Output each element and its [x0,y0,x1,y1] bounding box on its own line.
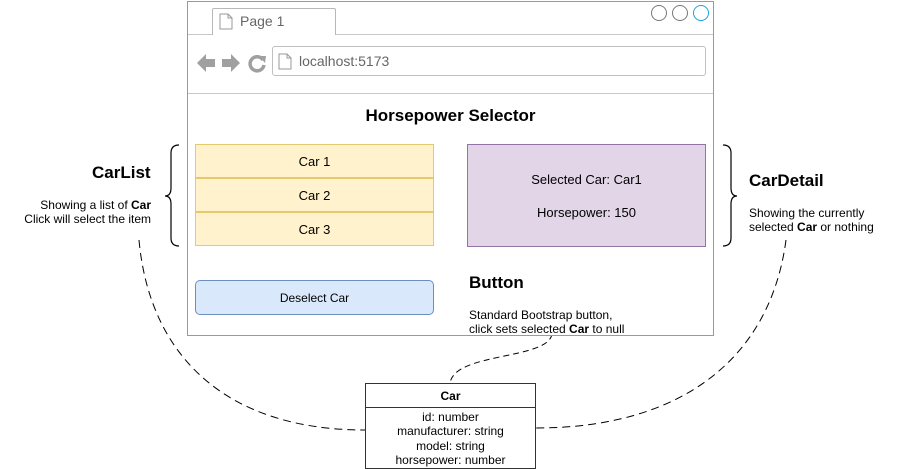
page-icon [278,53,292,70]
forward-arrow-icon[interactable] [221,53,241,73]
url-text: localhost:5173 [299,53,390,69]
maximize-button[interactable] [672,5,688,21]
class-name: Car [366,384,535,408]
browser-tab[interactable] [212,8,336,35]
button-annotation-title: Button [469,273,524,292]
class-field: model: string [416,439,485,453]
button-to-car-connector [449,333,553,384]
app-title: Horsepower Selector [365,106,536,125]
cardetail-annotation-description: Showing the currently selected Car or no… [749,206,874,234]
car-class-box: Car id: number manufacturer: string mode… [365,383,536,469]
button-desc-suffix: to null [589,322,625,336]
class-field: manufacturer: string [397,424,504,438]
car-list-item[interactable]: Car 1 [195,144,434,178]
reload-icon[interactable] [247,53,267,73]
cardetail-desc-line1: Showing the currently [749,206,865,220]
tabbar-divider [188,34,713,35]
button-desc-prefix: click sets selected [469,322,570,336]
cardetail-brace [722,144,738,247]
toolbar-divider [188,93,713,94]
carlist-desc-line2: Click will select the item [24,212,151,226]
cardetail-desc-prefix: selected [749,220,798,234]
carlist-annotation-title: CarList [92,163,151,182]
button-desc-line1: Standard Bootstrap button, [469,308,613,322]
carlist-desc-prefix: Showing a list of [40,198,131,212]
button-annotation-description: Standard Bootstrap button, click sets se… [469,308,624,336]
deselect-car-button[interactable]: Deselect Car [195,280,434,315]
cardetail-desc-suffix: or nothing [817,220,874,234]
tab-title: Page 1 [240,13,285,29]
carlist-desc-bold: Car [130,198,151,212]
address-bar[interactable] [272,46,706,76]
back-arrow-icon[interactable] [196,53,216,73]
cardetail-desc-bold: Car [797,220,818,234]
car-list-item[interactable]: Car 3 [195,212,434,246]
minimize-button[interactable] [651,5,667,21]
selected-car-text: Selected Car: Car1 [531,172,642,187]
close-button[interactable] [693,5,709,21]
class-field: horsepower: number [395,453,506,467]
horsepower-text: Horsepower: 150 [537,205,636,220]
carlist-brace [164,144,180,247]
car-list-item[interactable]: Car 2 [195,178,434,212]
cardetail-annotation-title: CarDetail [749,171,824,190]
carlist-annotation-description: Showing a list of Car Click will select … [24,198,151,226]
car-detail-panel: Selected Car: Car1 Horsepower: 150 [467,144,706,247]
page-icon [219,13,233,30]
class-field: id: number [422,410,479,424]
button-desc-bold: Car [569,322,590,336]
